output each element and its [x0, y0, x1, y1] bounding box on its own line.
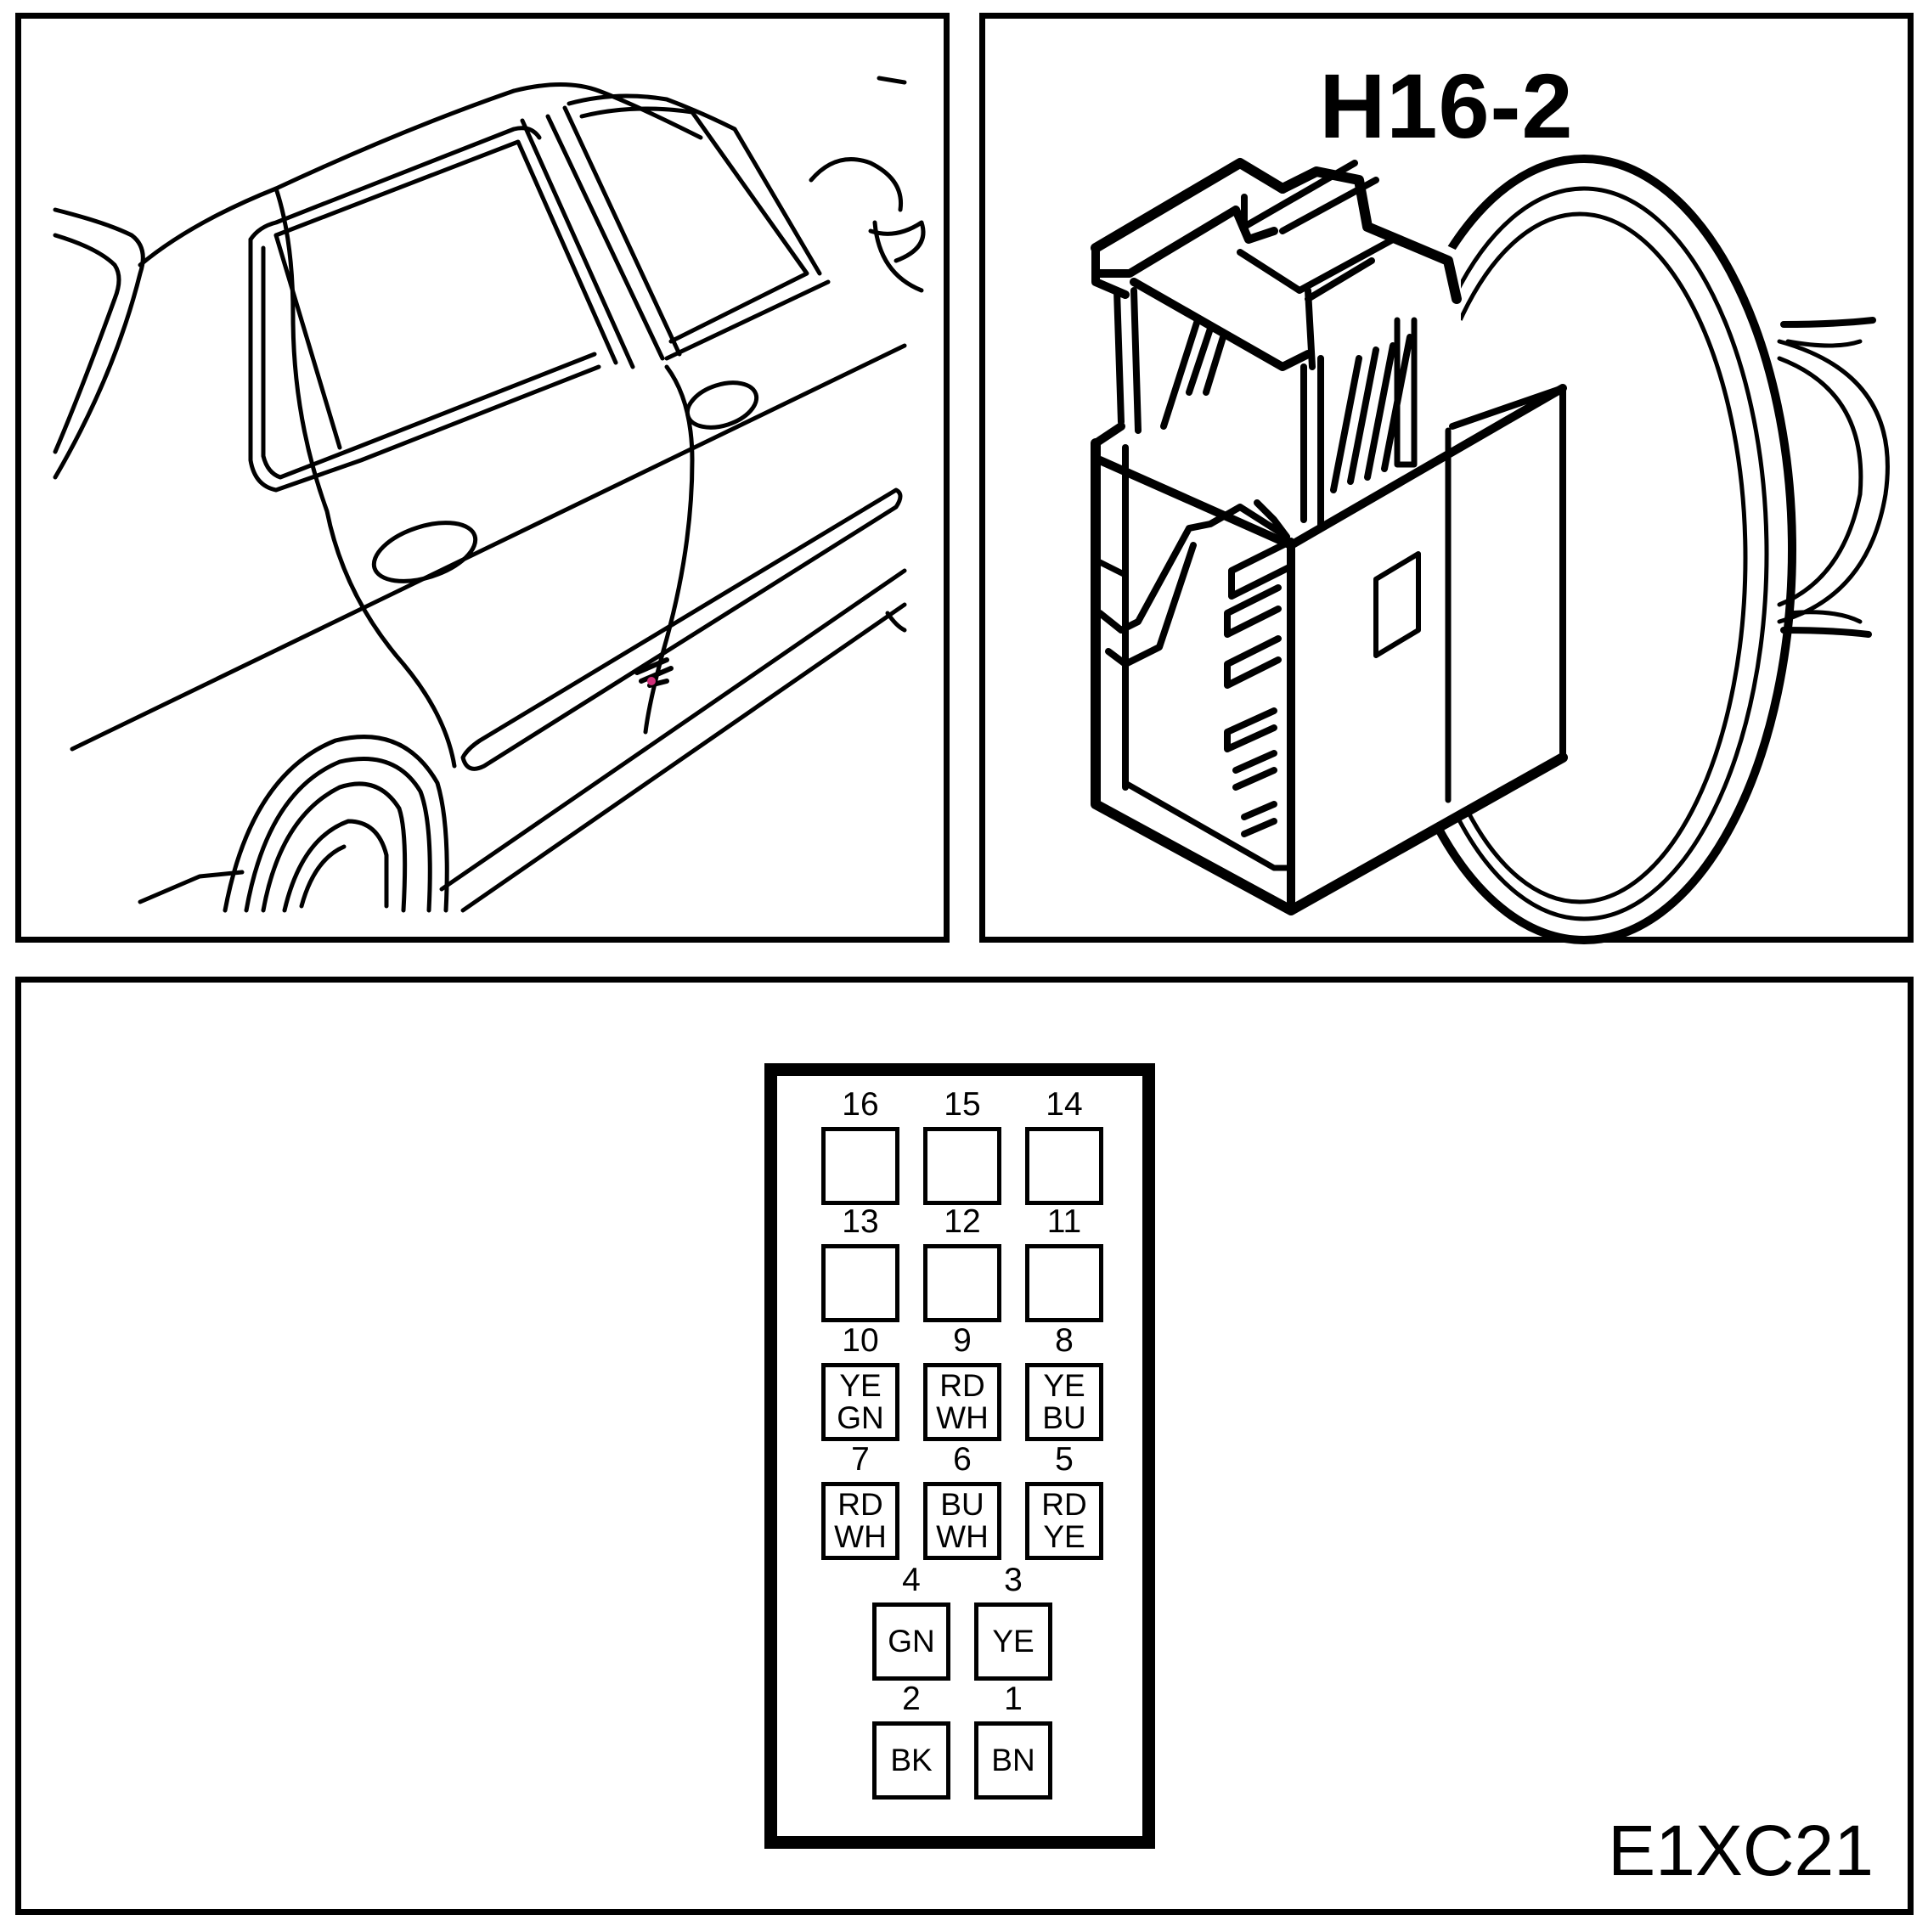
wire-color-1: YE: [1043, 1368, 1085, 1403]
wire-color-2: WH: [936, 1519, 989, 1554]
pin-14: 14: [1025, 1086, 1103, 1205]
pin-number: 5: [1055, 1441, 1074, 1478]
connector-housing: [1091, 158, 1568, 915]
pin-cavity: BN: [974, 1721, 1052, 1800]
vehicle-rear-door-illustration: [53, 76, 926, 913]
pin-cavity: [821, 1244, 899, 1322]
pin-number: 10: [842, 1322, 879, 1359]
pin-number: 14: [1046, 1086, 1083, 1123]
wire-bundle: [1777, 317, 1890, 638]
wire-color-1: BN: [991, 1743, 1035, 1777]
wire-color-1: GN: [888, 1624, 935, 1659]
wire-color-1: YE: [839, 1368, 882, 1403]
pin-number: 12: [944, 1203, 981, 1240]
connector-illustration-panel: H16-2: [979, 13, 1914, 944]
pin-number: 7: [851, 1441, 870, 1478]
pin-number: 3: [1004, 1562, 1023, 1598]
pin-number: 16: [842, 1086, 879, 1123]
vehicle-location-panel: [15, 13, 950, 943]
pin-cavity: YE: [974, 1602, 1052, 1681]
wire-color-1: RD: [1041, 1487, 1087, 1522]
pin-number: 4: [902, 1562, 921, 1598]
pin-3: 3 YE: [974, 1562, 1052, 1681]
pin-cavity: [923, 1244, 1001, 1322]
pin-number: 6: [953, 1441, 972, 1478]
pin-number: 9: [953, 1322, 972, 1359]
connector-drawing: [1091, 155, 1890, 944]
pin-cavity: [821, 1127, 899, 1205]
pin-cavity: [923, 1127, 1001, 1205]
pin-number: 2: [902, 1681, 921, 1717]
pin-cavity: [1025, 1127, 1103, 1205]
pin-number: 15: [944, 1086, 981, 1123]
pin-2: 2 BK: [872, 1681, 950, 1800]
pin-cavity: BK: [872, 1721, 950, 1800]
wire-color-2: WH: [936, 1400, 989, 1435]
connector-title: H16-2: [1319, 54, 1574, 157]
pin-number: 11: [1046, 1203, 1082, 1240]
pin-11: 11: [1025, 1203, 1103, 1322]
connector-face-outline: [764, 1063, 1155, 1849]
wire-color-1: BK: [890, 1743, 933, 1777]
pin-number: 13: [842, 1203, 879, 1240]
pin-4: 4 GN: [872, 1562, 950, 1681]
pin-16: 16: [821, 1086, 899, 1205]
pin-number: 8: [1055, 1322, 1074, 1359]
wire-color-1: RD: [939, 1368, 985, 1403]
wire-color-2: WH: [834, 1519, 887, 1554]
wire-color-1: YE: [992, 1624, 1034, 1659]
wire-color-1: BU: [940, 1487, 984, 1522]
wire-color-2: BU: [1042, 1400, 1086, 1435]
pin-cavity: [1025, 1244, 1103, 1322]
pin-15: 15: [923, 1086, 1001, 1205]
pin-13: 13: [821, 1203, 899, 1322]
figure-code: E1XC21: [1608, 1811, 1874, 1890]
wire-color-2: GN: [837, 1400, 884, 1435]
pin-1: 1 BN: [974, 1681, 1052, 1800]
wire-color-2: YE: [1043, 1519, 1085, 1554]
wire-color-1: RD: [837, 1487, 883, 1522]
pin-12: 12: [923, 1203, 1001, 1322]
pin-number: 1: [1004, 1681, 1023, 1717]
pin-cavity: GN: [872, 1602, 950, 1681]
